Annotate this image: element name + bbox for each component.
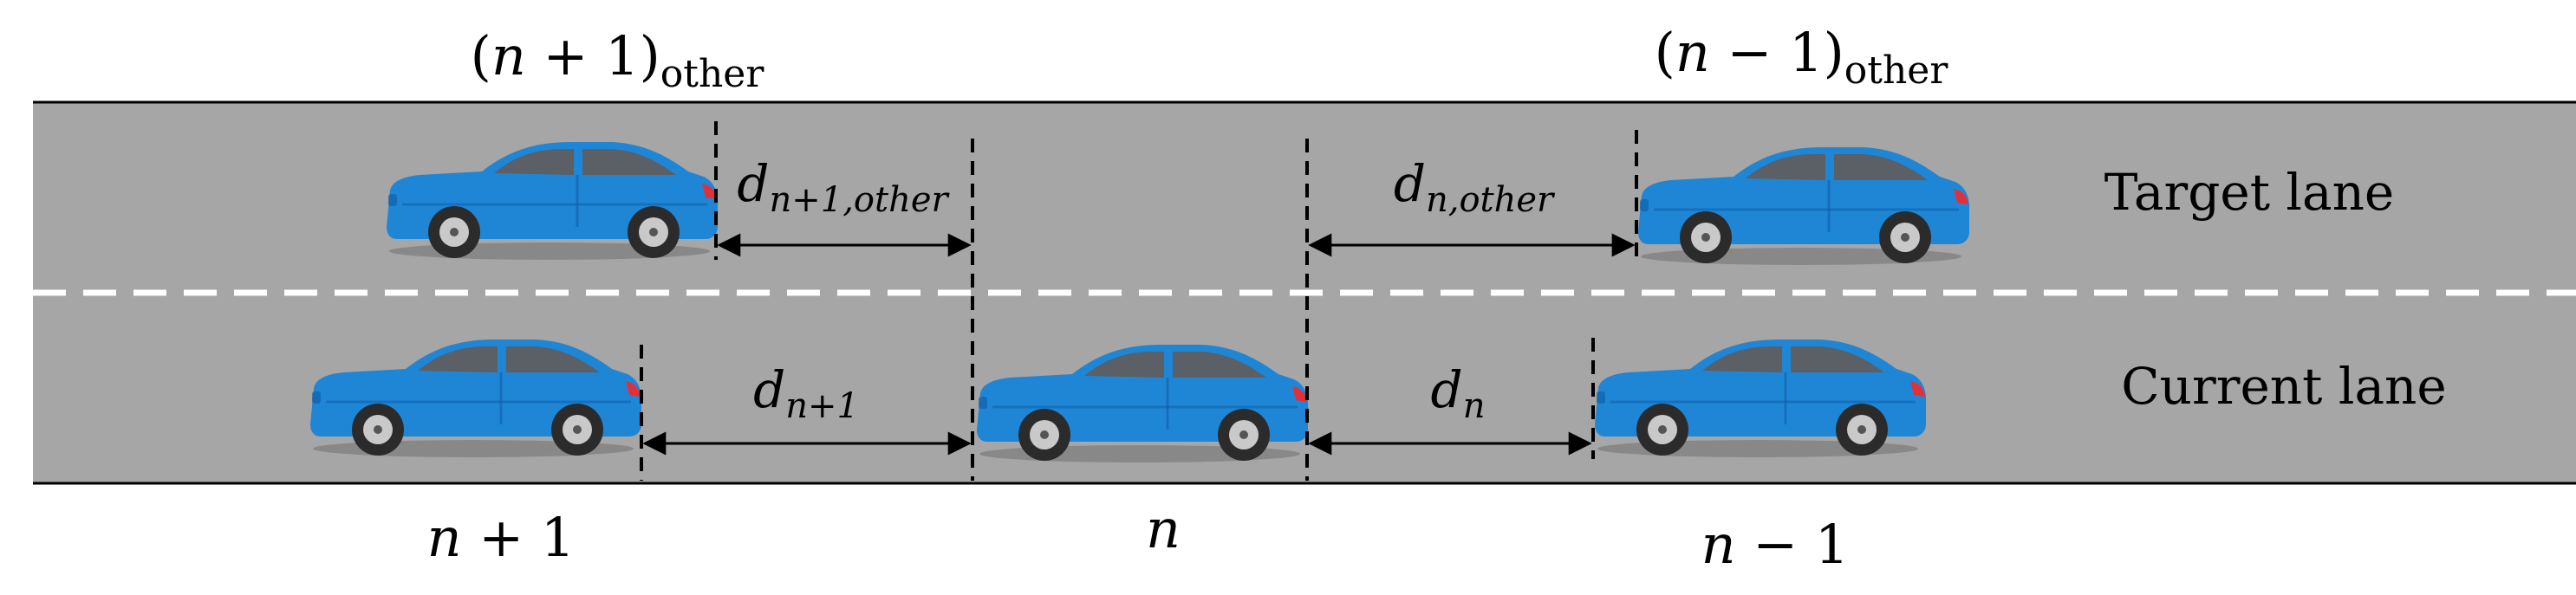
current-lane-label: Current lane: [2121, 357, 2446, 416]
gap-label-target-front: dn,other: [1394, 154, 1556, 220]
target-lane-label: Target lane: [2104, 163, 2395, 222]
vehicle-label-top-right: (n − 1)other: [1655, 21, 1949, 93]
vehicle-label-top-left: (n + 1)other: [471, 24, 765, 96]
vehicle-label-bottom-left: n + 1: [427, 506, 576, 569]
gap-label-target-rear: dn+1,other: [737, 154, 950, 220]
vehicle-label-bottom-right: n − 1: [1701, 513, 1850, 576]
vehicle-label-bottom-center: n: [1146, 497, 1181, 560]
gap-label-current-front: dn: [1431, 360, 1486, 426]
gap-label-current-rear: dn+1: [753, 360, 859, 426]
